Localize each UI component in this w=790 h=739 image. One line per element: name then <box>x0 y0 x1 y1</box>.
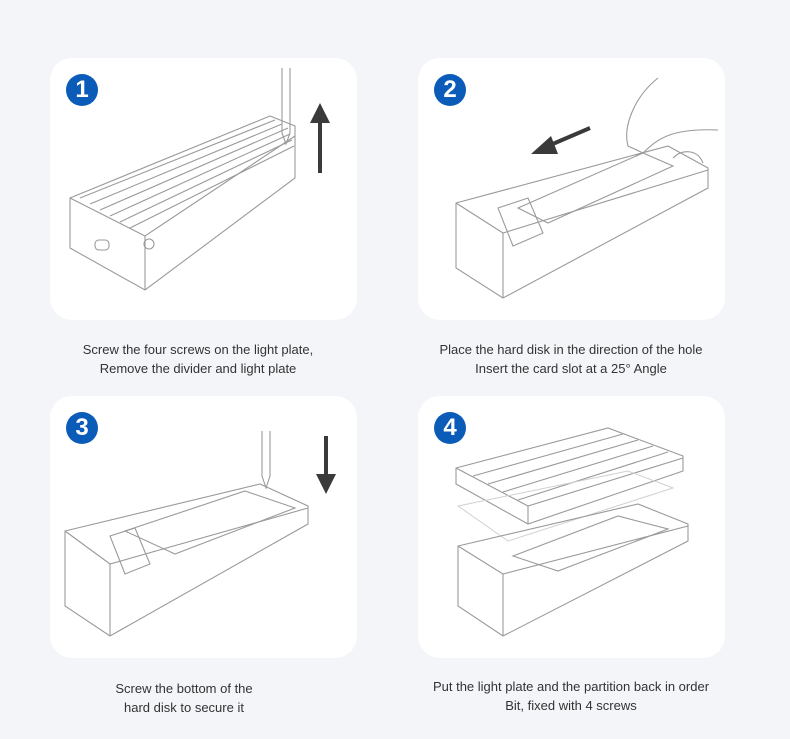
step-1-caption: Screw the four screws on the light plate… <box>18 340 378 378</box>
caption-line: Place the hard disk in the direction of … <box>439 342 703 357</box>
reassembly-exploded-illustration <box>455 427 689 637</box>
secure-ssd-illustration <box>64 431 336 637</box>
ssd-card <box>516 152 675 224</box>
caption-line: Remove the divider and light plate <box>99 361 297 376</box>
light-plate <box>456 470 675 542</box>
enclosure-with-heatsink-illustration <box>69 68 330 291</box>
step-2-card: 2 <box>418 58 725 320</box>
step-number-badge: 2 <box>434 74 466 106</box>
step-number-badge: 1 <box>66 74 98 106</box>
step-number-badge: 4 <box>434 412 466 444</box>
caption-line: Screw the bottom of the <box>115 681 253 696</box>
caption-line: Put the light plate and the partition ba… <box>432 679 710 694</box>
heatsink-lid <box>455 427 684 525</box>
screwdriver-icon <box>261 431 271 490</box>
step-3-card: 3 <box>50 396 357 658</box>
arrow-up-icon <box>310 103 330 173</box>
step-number-badge: 3 <box>66 412 98 444</box>
hand-icon <box>626 77 719 164</box>
caption-line: Bit, fixed with 4 screws <box>505 698 637 713</box>
arrow-left-icon <box>531 126 591 154</box>
arrow-down-icon <box>316 436 336 494</box>
screwdriver-icon <box>281 68 291 146</box>
caption-line: Insert the card slot at a 25° Angle <box>475 361 667 376</box>
caption-line: hard disk to secure it <box>124 700 244 715</box>
step-2-caption: Place the hard disk in the direction of … <box>391 340 751 378</box>
step-3-caption: Screw the bottom of the hard disk to sec… <box>4 679 364 717</box>
caption-line: Screw the four screws on the light plate… <box>82 342 314 357</box>
step-1-card: 1 <box>50 58 357 320</box>
insert-ssd-illustration <box>455 77 719 299</box>
ssd-card <box>123 490 297 555</box>
base-enclosure <box>457 503 689 637</box>
step-4-card: 4 <box>418 396 725 658</box>
step-4-caption: Put the light plate and the partition ba… <box>391 677 751 715</box>
